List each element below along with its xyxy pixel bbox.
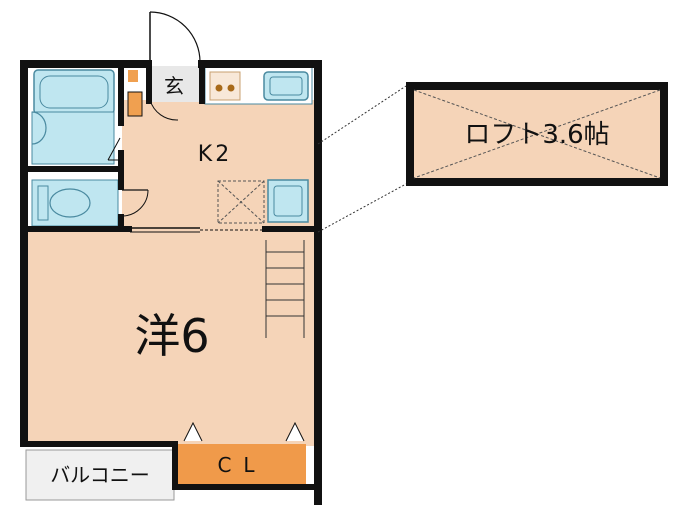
walls: [20, 60, 322, 505]
balcony-label: バルコニー: [50, 463, 150, 487]
entrance-door: [149, 11, 201, 63]
balcony: [25, 449, 175, 501]
closet: [178, 444, 306, 484]
sink-icon: [263, 71, 309, 101]
washing-machine-space: [267, 179, 309, 223]
ladder-icon: [265, 240, 305, 338]
closet-door-markers: [183, 421, 305, 442]
sliding-door: [130, 227, 262, 233]
loft-connector-lines: [317, 85, 407, 233]
loft-box: [406, 82, 668, 186]
toilet-door: [121, 189, 149, 217]
kitchen-label: K2: [198, 142, 232, 167]
loft-label: ロフト3.6帖: [464, 120, 609, 150]
bathtub-icon: [33, 69, 115, 115]
shoe-cabinet: [127, 91, 143, 117]
closet-label: CL: [217, 453, 266, 477]
shoe-cabinet-top: [128, 70, 138, 82]
toilet-icon: [31, 179, 119, 227]
western-room-label: 洋6: [134, 309, 209, 363]
stove-icon: [209, 71, 241, 101]
fridge-space-icon: [217, 180, 265, 224]
entrance-label: 玄: [164, 74, 184, 98]
entrance-floor: [150, 66, 200, 102]
washbasin-icon: [31, 111, 115, 165]
